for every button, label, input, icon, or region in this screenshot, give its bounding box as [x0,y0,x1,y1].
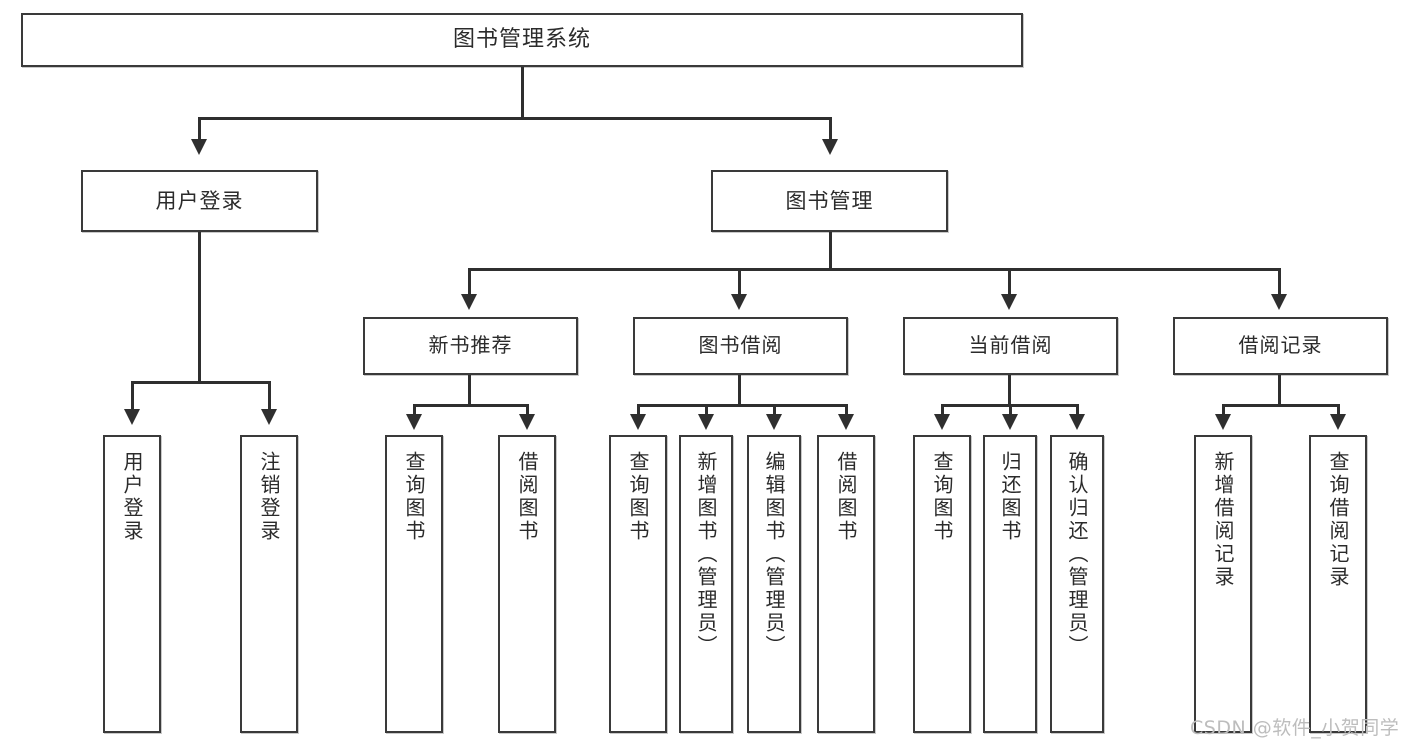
node-leaf-edit-book-admin[interactable]: 编辑图书（管理员） [747,435,801,733]
arrow-book-manage-to-current-borrow [1001,294,1017,310]
connector-book-borrow-bus [637,404,848,407]
connector-book-manage-stem [829,232,832,270]
connector-book-manage-to-new-book [468,268,471,296]
arrow-current-borrow-to-leaf-2 [1002,414,1018,430]
arrow-root-to-user-login [191,139,207,155]
watermark-text: CSDN @软件_小贺同学 [1190,717,1400,739]
connector-root-to-book-manage [829,117,832,141]
connector-root-stem [521,67,524,118]
connector-book-borrow-to-leaf-4 [845,404,848,416]
node-label: 新书推荐 [428,333,513,358]
connector-borrow-record-bus [1222,404,1340,407]
connector-user-login-to-leaf-2 [268,381,271,411]
arrow-book-borrow-to-leaf-3 [766,414,782,430]
node-book-borrow[interactable]: 图书借阅 [633,317,848,375]
connector-user-login-bus [131,381,271,384]
node-leaf-borrow-book-newrec[interactable]: 借阅图书 [498,435,556,733]
arrow-current-borrow-to-leaf-1 [934,414,950,430]
node-leaf-add-borrow-record[interactable]: 新增借阅记录 [1194,435,1252,733]
node-root-book-management-system[interactable]: 图书管理系统 [21,13,1023,67]
node-label: 注销登录 [257,451,281,543]
node-label: 查询图书 [402,451,426,543]
arrow-user-login-to-leaf-2 [261,409,277,425]
node-new-book-recommendation[interactable]: 新书推荐 [363,317,578,375]
node-label: 当前借阅 [968,333,1053,358]
node-label: 用户登录 [120,451,144,543]
node-label: 用户登录 [155,188,244,213]
node-leaf-borrow-book[interactable]: 借阅图书 [817,435,875,733]
node-label: 查询借阅记录 [1326,451,1350,589]
connector-book-manage-to-current-borrow [1008,268,1011,296]
connector-book-manage-to-borrow-record [1278,268,1281,296]
connector-book-borrow-to-leaf-2 [705,404,708,416]
connector-book-manage-to-book-borrow [738,268,741,296]
node-leaf-add-book-admin[interactable]: 新增图书（管理员） [679,435,733,733]
node-label: 图书管理 [785,188,874,213]
node-leaf-query-book-borrow[interactable]: 查询图书 [609,435,667,733]
arrow-borrow-record-to-leaf-1 [1215,414,1231,430]
node-label: 查询图书 [930,451,954,543]
node-leaf-query-borrow-record[interactable]: 查询借阅记录 [1309,435,1367,733]
connector-borrow-record-stem [1278,375,1281,406]
arrow-user-login-to-leaf-1 [124,409,140,425]
arrow-current-borrow-to-leaf-3 [1069,414,1085,430]
node-label: 图书借阅 [698,333,783,358]
arrow-root-to-book-manage [822,139,838,155]
node-book-management[interactable]: 图书管理 [711,170,948,232]
connector-book-borrow-stem [738,375,741,406]
connector-user-login-stem [198,232,201,383]
node-leaf-return-book[interactable]: 归还图书 [983,435,1037,733]
connector-book-borrow-to-leaf-3 [773,404,776,416]
arrow-book-manage-to-new-book [461,294,477,310]
node-leaf-logout-login[interactable]: 注销登录 [240,435,298,733]
arrow-new-book-to-leaf-2 [519,414,535,430]
connector-current-borrow-to-leaf-3 [1076,404,1079,416]
arrow-book-borrow-to-leaf-1 [630,414,646,430]
arrow-book-borrow-to-leaf-4 [838,414,854,430]
node-label: 借阅图书 [834,451,858,543]
node-leaf-query-book-newrec[interactable]: 查询图书 [385,435,443,733]
node-current-borrow[interactable]: 当前借阅 [903,317,1118,375]
connector-book-manage-bus [468,268,1280,271]
connector-current-borrow-to-leaf-1 [941,404,944,416]
node-label: 确认归还（管理员） [1065,451,1089,658]
arrow-book-manage-to-book-borrow [731,294,747,310]
connector-borrow-record-to-leaf-2 [1337,404,1340,416]
node-label: 借阅图书 [515,451,539,543]
node-label: 新增借阅记录 [1211,451,1235,589]
node-leaf-query-book-current[interactable]: 查询图书 [913,435,971,733]
node-label: 归还图书 [998,451,1022,543]
connector-new-book-to-leaf-1 [413,404,416,416]
connector-new-book-bus [413,404,529,407]
connector-current-borrow-to-leaf-2 [1009,404,1012,416]
arrow-book-manage-to-borrow-record [1271,294,1287,310]
node-label: 编辑图书（管理员） [762,451,786,658]
node-label: 借阅记录 [1238,333,1323,358]
node-leaf-confirm-return-admin[interactable]: 确认归还（管理员） [1050,435,1104,733]
arrow-new-book-to-leaf-1 [406,414,422,430]
arrow-borrow-record-to-leaf-2 [1330,414,1346,430]
node-user-login[interactable]: 用户登录 [81,170,318,232]
connector-book-borrow-to-leaf-1 [637,404,640,416]
node-borrow-record[interactable]: 借阅记录 [1173,317,1388,375]
connector-new-book-stem [468,375,471,406]
connector-borrow-record-to-leaf-1 [1222,404,1225,416]
node-leaf-user-login[interactable]: 用户登录 [103,435,161,733]
connector-user-login-to-leaf-1 [131,381,134,411]
node-label: 查询图书 [626,451,650,543]
connector-root-to-user-login [198,117,201,141]
connector-new-book-to-leaf-2 [526,404,529,416]
node-label: 新增图书（管理员） [694,451,718,658]
connector-root-bus [198,117,832,120]
connector-current-borrow-stem [1008,375,1011,406]
arrow-book-borrow-to-leaf-2 [698,414,714,430]
node-label: 图书管理系统 [452,27,591,53]
